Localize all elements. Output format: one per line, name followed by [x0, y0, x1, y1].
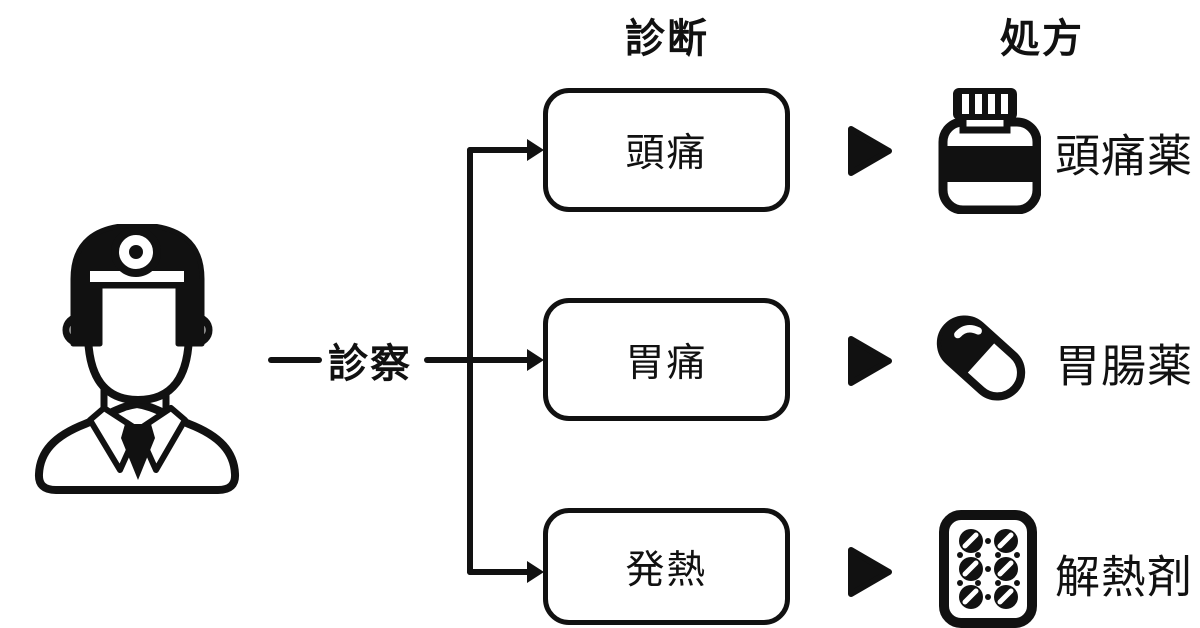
medicine-label-fever: 解熱剤 — [1055, 551, 1194, 603]
exam-line-right — [424, 357, 530, 363]
medicine-bottle-icon — [933, 84, 1041, 214]
diagnosis-box-headache: 頭痛 — [543, 88, 790, 212]
column-header-diagnosis: 診断 — [625, 17, 709, 61]
arrowhead-bottom — [527, 561, 544, 583]
doctor-icon — [30, 224, 245, 496]
arrowhead-top — [527, 139, 544, 161]
diagnosis-box-stomachache: 胃痛 — [543, 298, 790, 421]
branch-trunk-line — [467, 147, 473, 575]
capsule-icon — [928, 305, 1034, 411]
triangle-arrow-top — [848, 125, 894, 177]
branch-line-top — [467, 147, 530, 153]
column-header-prescription: 処方 — [1000, 17, 1084, 61]
medicine-label-stomach: 胃腸薬 — [1055, 340, 1194, 392]
arrowhead-middle — [527, 349, 544, 371]
diagnosis-box-fever: 発熱 — [543, 508, 790, 625]
exam-label: 診察 — [328, 342, 412, 386]
triangle-arrow-bottom — [848, 546, 894, 598]
medicine-label-headache: 頭痛薬 — [1055, 130, 1194, 182]
triangle-arrow-middle — [848, 335, 894, 387]
branch-line-bottom — [467, 569, 530, 575]
pill-sheet-icon — [938, 510, 1038, 628]
exam-line-left — [268, 357, 322, 363]
